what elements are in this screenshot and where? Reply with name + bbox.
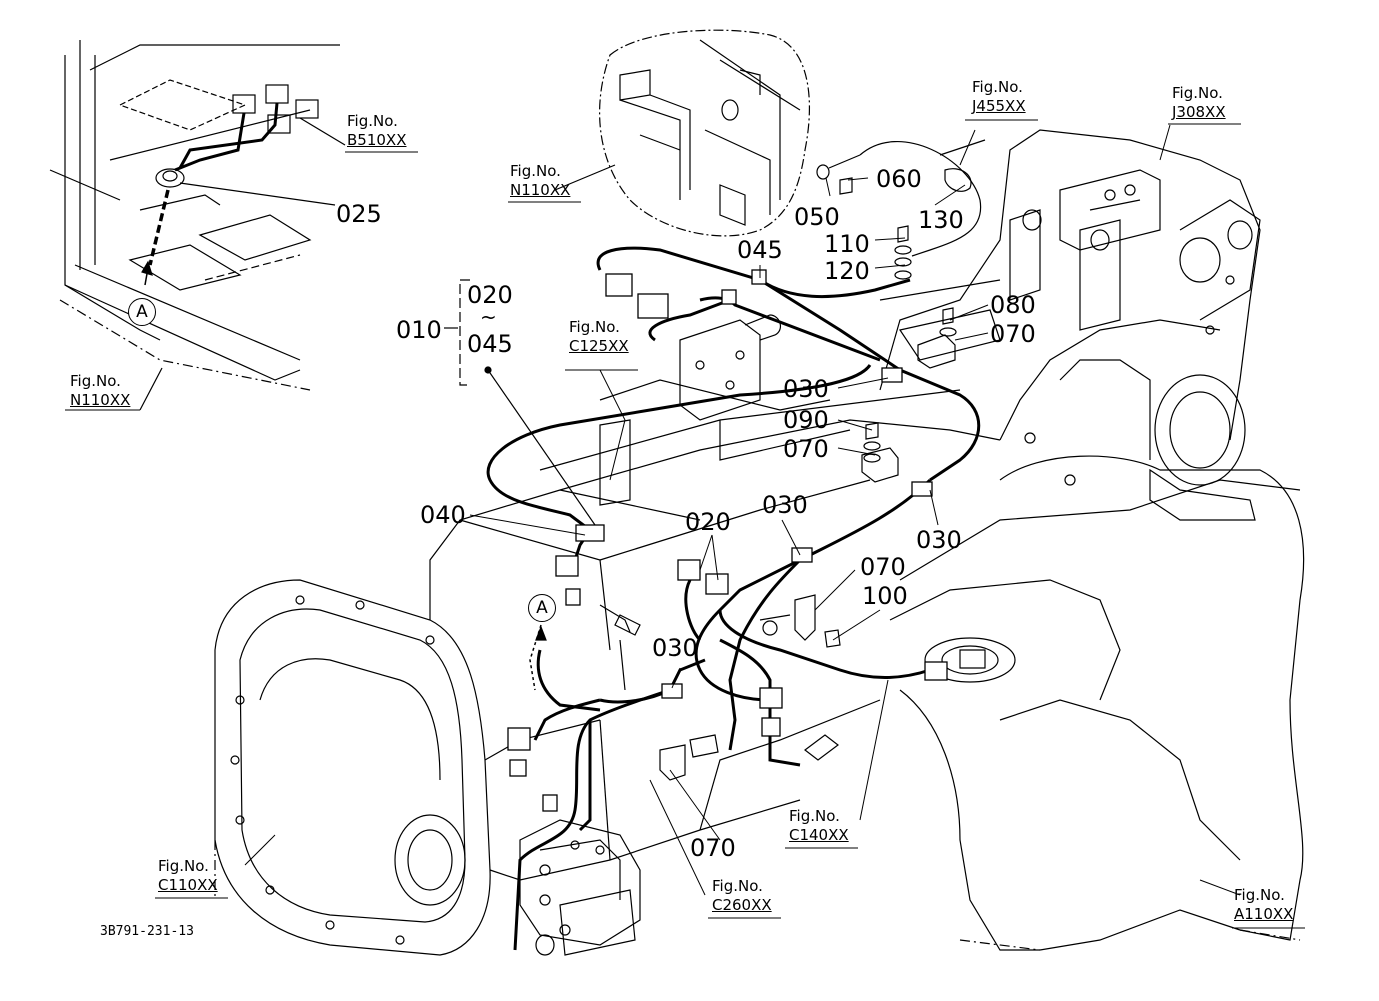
drawing-code: 3B791-231-13 xyxy=(100,924,194,939)
fig-ref-n110-left-code[interactable]: N110XX xyxy=(70,391,131,409)
leader-n110-left xyxy=(139,367,163,411)
leader-b510 xyxy=(299,117,346,146)
callout-marker-main[interactable]: A xyxy=(528,594,556,622)
fig-ref-c125[interactable]: Fig.No. C125XX xyxy=(569,318,629,356)
fig-ref-n110-top[interactable]: Fig.No. N110XX xyxy=(510,162,570,200)
fig-ref-n110-left[interactable]: Fig.No. N110XX xyxy=(70,372,130,410)
fig-ref-j455-title: Fig.No. xyxy=(972,78,1023,96)
fig-ref-c110[interactable]: Fig.No. C110XX xyxy=(158,857,218,895)
fig-ref-n110-top-code[interactable]: N110XX xyxy=(510,181,571,199)
fig-ref-c260-title: Fig.No. xyxy=(712,877,763,895)
part-030-b[interactable]: 030 xyxy=(762,491,808,519)
fig-ref-rules xyxy=(65,119,1305,929)
fig-ref-c125-title: Fig.No. xyxy=(569,318,620,336)
fig-ref-j308-title: Fig.No. xyxy=(1172,84,1223,102)
leader-025 xyxy=(179,182,336,206)
arrow-a-main xyxy=(535,625,547,641)
fig-ref-n110-top-title: Fig.No. xyxy=(510,162,561,180)
part-060[interactable]: 060 xyxy=(876,165,922,193)
part-070-c[interactable]: 070 xyxy=(860,553,906,581)
connectors xyxy=(507,269,948,812)
part-120[interactable]: 120 xyxy=(824,257,870,285)
fig-ref-j455[interactable]: Fig.No. J455XX xyxy=(972,78,1026,116)
fig-ref-b510[interactable]: Fig.No. B510XX xyxy=(347,112,406,150)
frame-detail-bubble xyxy=(599,29,810,237)
fig-ref-j308[interactable]: Fig.No. J308XX xyxy=(1172,84,1226,122)
fig-ref-n110-left-title: Fig.No. xyxy=(70,372,121,390)
leader-n110-top xyxy=(554,164,616,191)
part-030-a[interactable]: 030 xyxy=(783,375,829,403)
fig-ref-b510-title: Fig.No. xyxy=(347,112,398,130)
fig-ref-a110-title: Fig.No. xyxy=(1234,886,1285,904)
part-100[interactable]: 100 xyxy=(862,582,908,610)
part-010[interactable]: 010 xyxy=(396,316,442,344)
callout-marker-inset[interactable]: A xyxy=(128,298,156,326)
part-080[interactable]: 080 xyxy=(990,291,1036,319)
transmission-housing xyxy=(214,129,1305,956)
group-range-tilde: ~ xyxy=(480,305,497,329)
part-090[interactable]: 090 xyxy=(783,406,829,434)
leader-group xyxy=(487,369,596,526)
fig-ref-c140[interactable]: Fig.No. C140XX xyxy=(789,807,849,845)
fig-ref-a110[interactable]: Fig.No. A110XX xyxy=(1234,886,1293,924)
part-045-group[interactable]: 045 xyxy=(467,330,513,358)
fig-ref-j455-code[interactable]: J455XX xyxy=(972,97,1026,115)
leader-lines xyxy=(244,124,1241,896)
part-020-group[interactable]: 020 xyxy=(467,281,513,309)
fig-ref-c110-code[interactable]: C110XX xyxy=(158,876,218,894)
part-110[interactable]: 110 xyxy=(824,230,870,258)
part-020[interactable]: 020 xyxy=(685,508,731,536)
part-070-a[interactable]: 070 xyxy=(990,320,1036,348)
part-030-c[interactable]: 030 xyxy=(916,526,962,554)
fig-ref-c110-title: Fig.No. xyxy=(158,857,209,875)
fig-ref-c140-title: Fig.No. xyxy=(789,807,840,825)
part-130[interactable]: 130 xyxy=(918,206,964,234)
part-025[interactable]: 025 xyxy=(336,200,382,228)
inset-cab-floor xyxy=(49,40,340,391)
part-070-d[interactable]: 070 xyxy=(690,834,736,862)
fig-ref-c260[interactable]: Fig.No. C260XX xyxy=(712,877,772,915)
part-050[interactable]: 050 xyxy=(794,203,840,231)
part-045-top[interactable]: 045 xyxy=(737,236,783,264)
fig-ref-c140-code[interactable]: C140XX xyxy=(789,826,849,844)
part-030-d[interactable]: 030 xyxy=(652,634,698,662)
fig-ref-b510-code[interactable]: B510XX xyxy=(347,131,407,149)
fig-ref-c260-code[interactable]: C260XX xyxy=(712,896,772,914)
group-bracket xyxy=(459,279,470,386)
fig-ref-j308-code[interactable]: J308XX xyxy=(1172,103,1226,121)
fig-ref-c125-code[interactable]: C125XX xyxy=(569,337,629,355)
part-040[interactable]: 040 xyxy=(420,501,466,529)
fig-ref-a110-code[interactable]: A110XX xyxy=(1234,905,1294,923)
part-070-b[interactable]: 070 xyxy=(783,435,829,463)
